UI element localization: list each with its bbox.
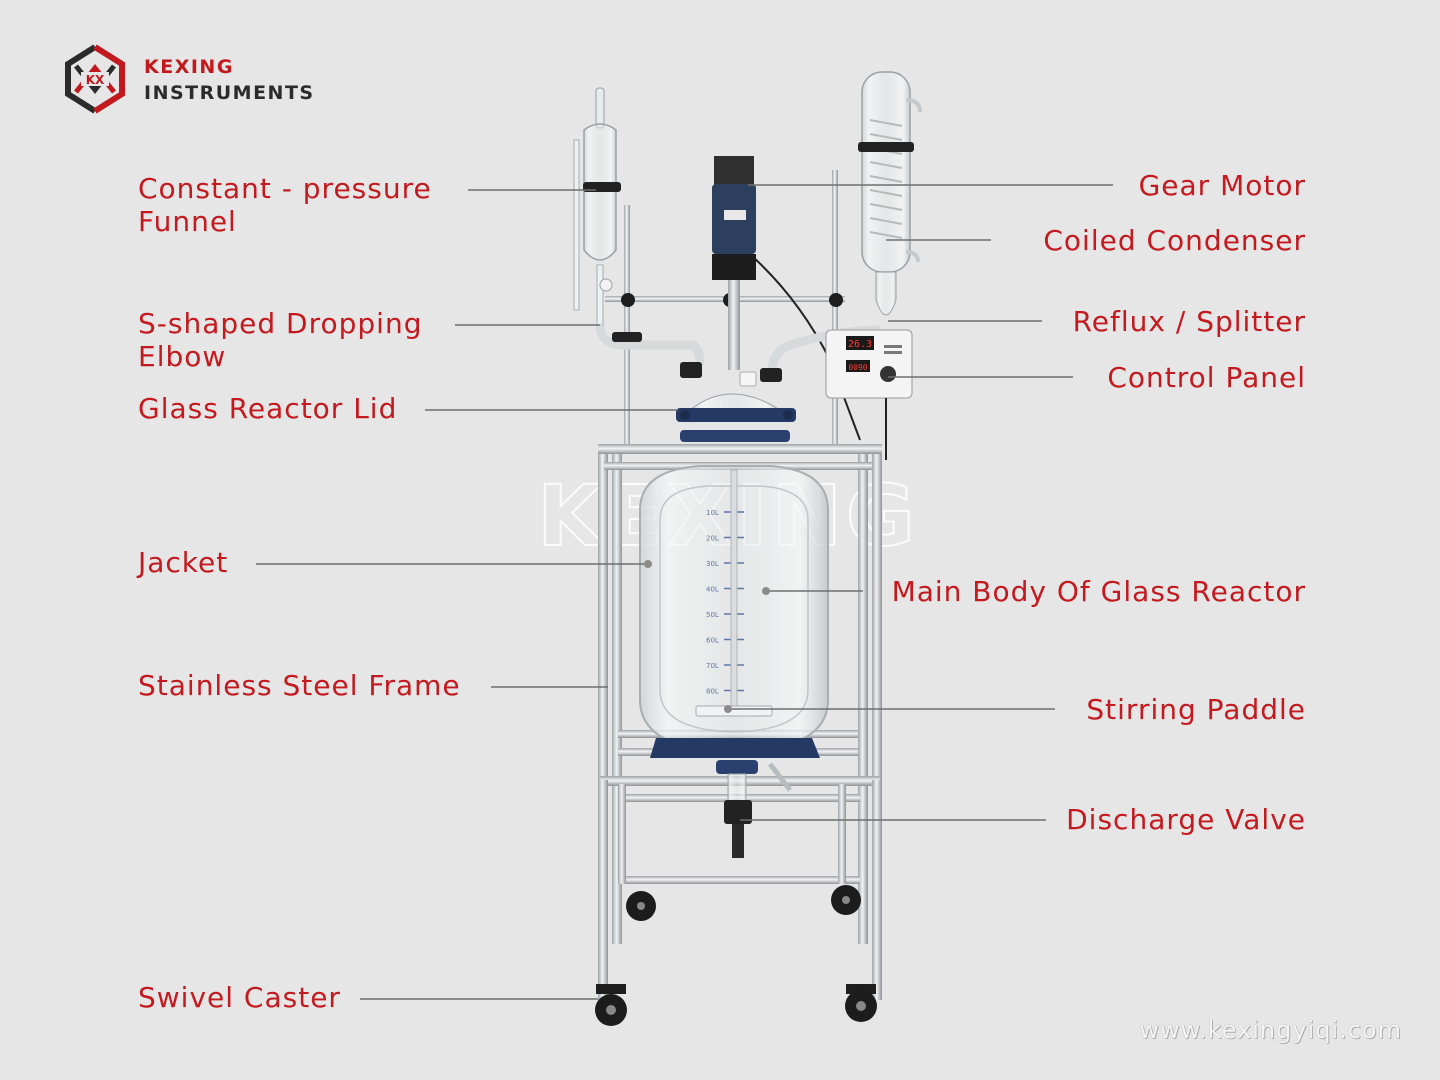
scale-label: 30L	[706, 560, 719, 568]
stirring-paddle	[695, 705, 773, 717]
s-shaped-elbow	[595, 324, 705, 366]
reactor-lid	[676, 362, 796, 442]
clamp-knob	[829, 293, 843, 307]
inner-vessel	[659, 485, 809, 733]
scale-label: 50L	[706, 611, 719, 619]
temperature-readout: 26.3	[848, 339, 872, 350]
label-gear-motor: Gear Motor	[1138, 169, 1306, 202]
support-rod-left	[624, 205, 630, 450]
clamp-knob	[621, 293, 635, 307]
control-panel: 26.3 0090	[825, 329, 913, 399]
label-stirring-paddle: Stirring Paddle	[1086, 693, 1306, 726]
swivel-caster	[831, 885, 861, 915]
leader-dots	[644, 560, 770, 713]
label-stainless-steel-frame: Stainless Steel Frame	[138, 669, 461, 702]
label-s-shaped-dropping-elbow: S-shaped Dropping Elbow	[138, 307, 423, 373]
leader-dot	[762, 587, 770, 595]
label-constant-pressure-funnel: Constant - pressure Funnel	[138, 172, 432, 238]
swivel-caster	[626, 891, 656, 921]
label-discharge-valve: Discharge Valve	[1066, 803, 1306, 836]
label-swivel-caster: Swivel Caster	[138, 981, 341, 1014]
brand: KX KEXING INSTRUMENTS	[60, 44, 340, 116]
leader-lines	[256, 184, 1113, 1000]
scale-label: 70L	[706, 662, 719, 670]
website-url: www.kexingyiqi.com	[1139, 1016, 1402, 1044]
swivel-caster	[845, 984, 877, 1022]
label-glass-reactor-lid: Glass Reactor Lid	[138, 392, 398, 425]
leader-dot	[724, 705, 732, 713]
speed-knob-icon	[880, 366, 896, 382]
stirring-shaft	[730, 469, 738, 711]
label-reflux-splitter: Reflux / Splitter	[1072, 305, 1306, 338]
brand-name: KEXING	[144, 56, 234, 78]
logo-monogram: KX	[86, 73, 105, 87]
constant-pressure-funnel	[573, 87, 621, 326]
scale-label: 80L	[706, 688, 719, 696]
label-jacket: Jacket	[138, 546, 229, 579]
scale-label: 20L	[706, 535, 719, 543]
gear-motor	[712, 156, 756, 370]
scale-label: 60L	[706, 637, 719, 645]
speed-readout: 0090	[848, 363, 867, 372]
elbow-clamp	[612, 332, 642, 342]
coiled-condenser	[858, 71, 922, 273]
discharge-valve	[716, 760, 792, 858]
swivel-caster	[595, 984, 627, 1026]
main-glass-vessel: 10L 20L 30L 40L 50L 60L 70L 80L	[639, 465, 829, 758]
leader-dot	[644, 560, 652, 568]
scale-label: 10L	[706, 509, 719, 517]
label-control-panel: Control Panel	[1107, 361, 1306, 394]
label-main-body-of-glass-reactor: Main Body Of Glass Reactor	[891, 575, 1306, 608]
bottom-flange	[650, 738, 820, 758]
brand-subtitle: INSTRUMENTS	[144, 82, 315, 104]
scale-label: 40L	[706, 586, 719, 594]
kexing-logo-icon: KX	[65, 44, 125, 114]
label-coiled-condenser: Coiled Condenser	[1043, 224, 1306, 257]
support-rod-right	[832, 170, 838, 450]
